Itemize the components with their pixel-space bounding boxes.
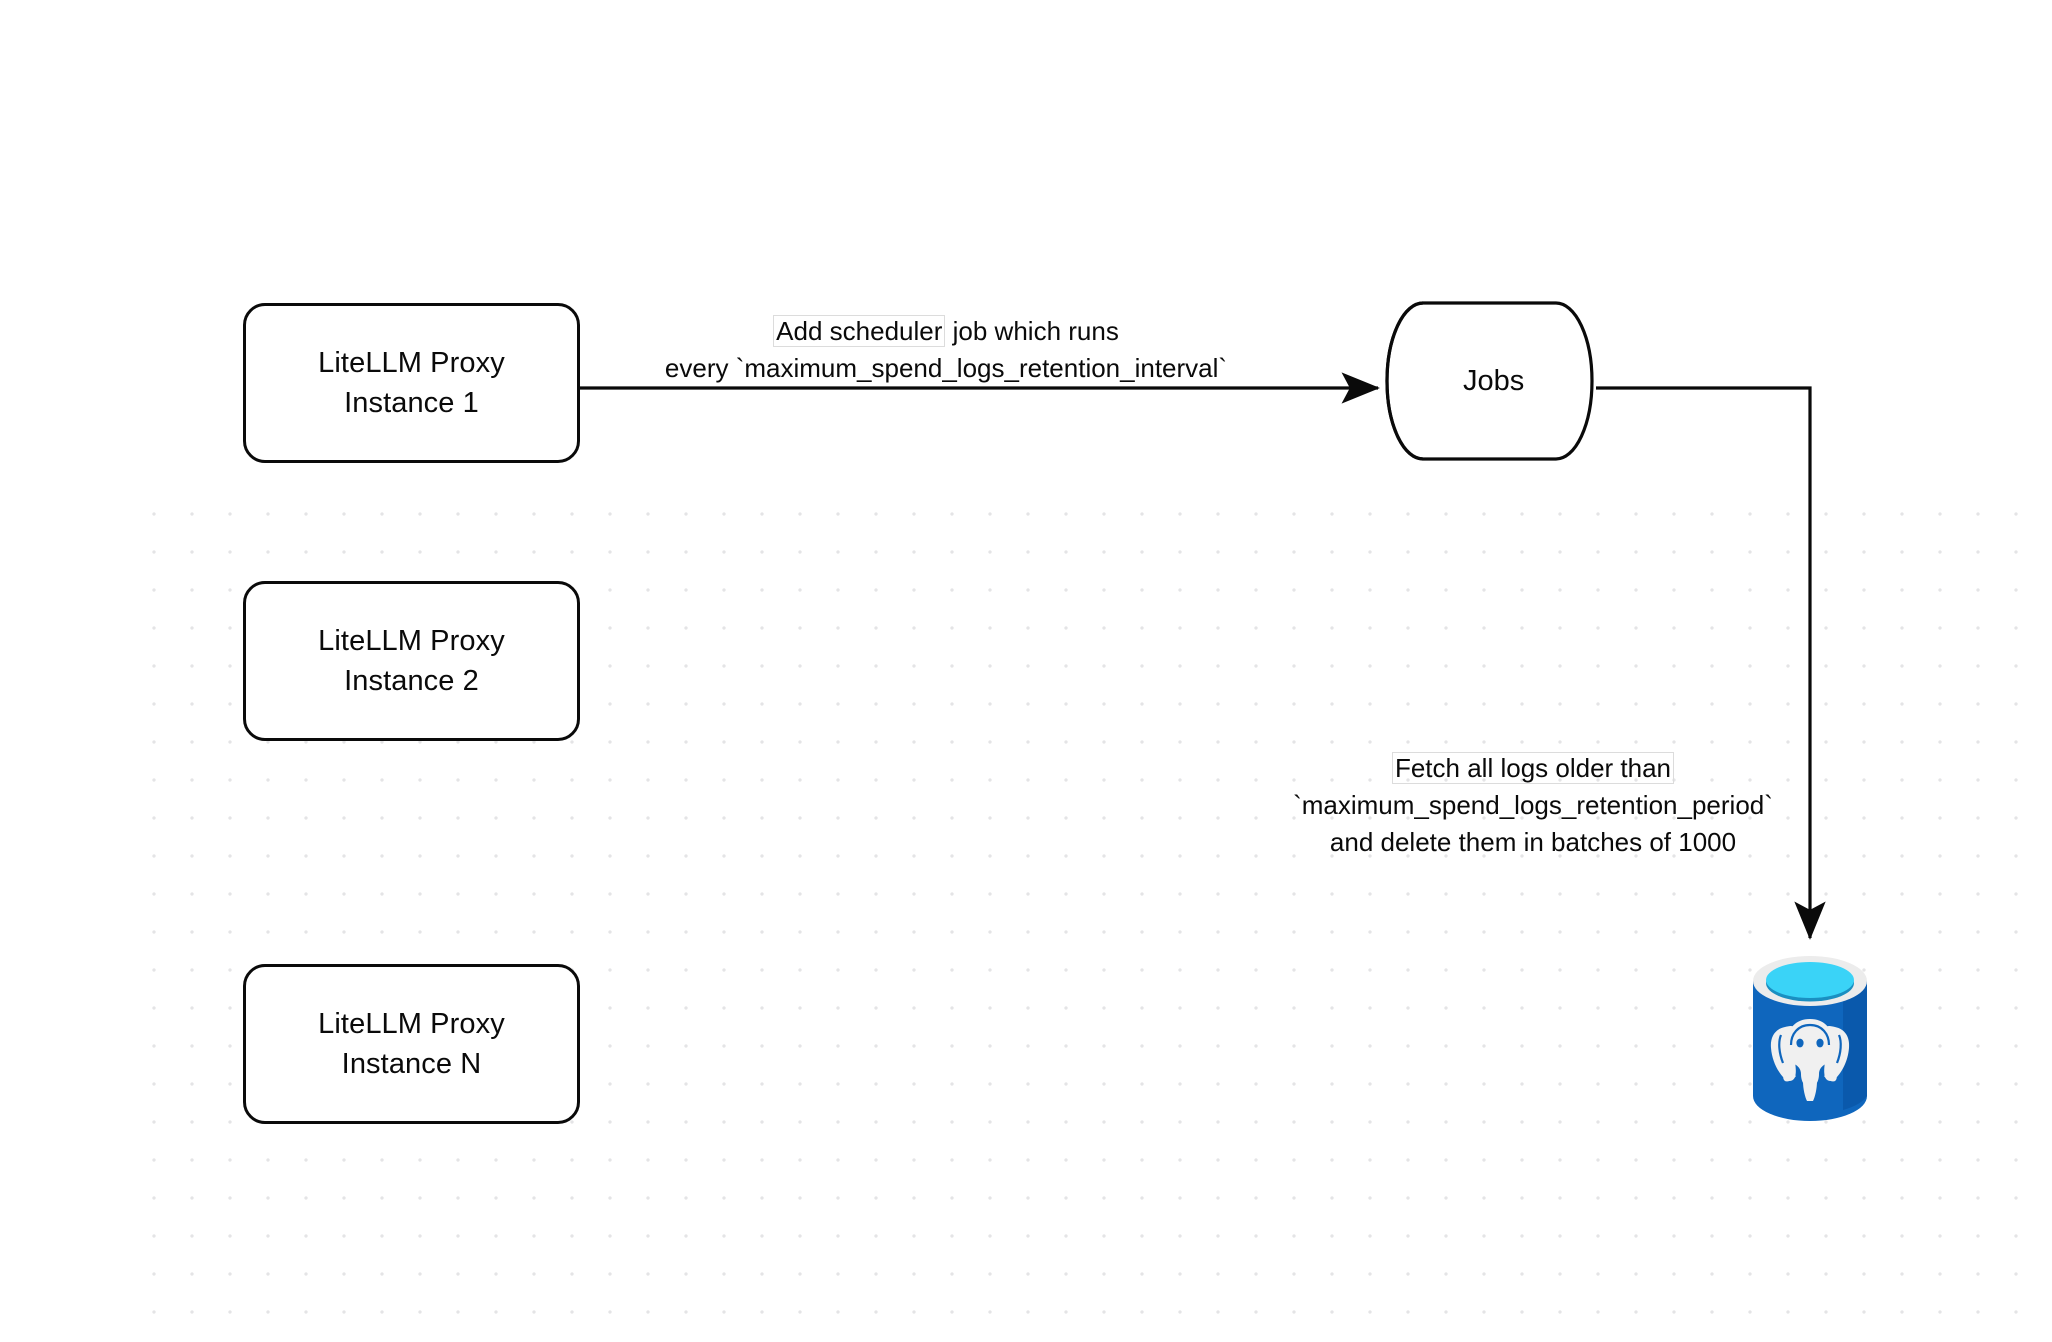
edge-label-scheduler: Add scheduler job which runs every `maxi… xyxy=(596,313,1296,387)
node-label-line-1: LiteLLM Proxy xyxy=(318,346,505,379)
node-label-line-2: Instance 2 xyxy=(344,665,479,697)
postgres-cylinder-liquid-top xyxy=(1766,962,1854,998)
node-litellm-proxy-instance-1[interactable]: LiteLLM Proxy Instance 1 xyxy=(243,303,580,463)
node-label-line-2: Instance N xyxy=(341,1048,482,1080)
connector-jobs-to-postgres xyxy=(1596,386,1826,940)
node-label-line-2: Instance 1 xyxy=(344,387,479,419)
edge-label-scheduler-line-2: every `maximum_spend_logs_retention_inte… xyxy=(664,352,1228,383)
edge-label-scheduler-line-1: Add scheduler job which runs xyxy=(596,313,1296,350)
postgres-elephant-eyes xyxy=(1796,1038,1824,1048)
node-litellm-proxy-instance-2[interactable]: LiteLLM Proxy Instance 2 xyxy=(243,581,580,741)
node-litellm-proxy-instance-n[interactable]: LiteLLM Proxy Instance N xyxy=(243,964,580,1124)
edge-label-fetch-line-2: `maximum_spend_logs_retention_period` xyxy=(1293,789,1773,820)
edge-label-fetch-highlight: Fetch all logs older than xyxy=(1391,752,1675,784)
node-label-jobs: Jobs xyxy=(1463,365,1525,397)
edge-label-scheduler-rest: job which runs xyxy=(945,316,1119,346)
postgres-elephant-outline xyxy=(1778,1023,1842,1064)
jobs-cylinder-shape xyxy=(1385,301,1594,461)
edge-label-fetch: Fetch all logs older than `maximum_spend… xyxy=(1248,750,1818,861)
postgres-elephant-icon xyxy=(1770,1019,1850,1101)
edge-label-scheduler-highlight: Add scheduler xyxy=(773,315,946,347)
postgres-cylinder-body-shadow xyxy=(1843,985,1867,1110)
node-postgres-database[interactable] xyxy=(1751,955,1869,1122)
node-label-line-1: LiteLLM Proxy xyxy=(318,624,505,657)
edge-label-fetch-line-3: and delete them in batches of 1000 xyxy=(1329,826,1737,857)
node-label-line-1: LiteLLM Proxy xyxy=(318,1007,505,1040)
edge-label-fetch-line-1: Fetch all logs older than xyxy=(1248,750,1818,787)
